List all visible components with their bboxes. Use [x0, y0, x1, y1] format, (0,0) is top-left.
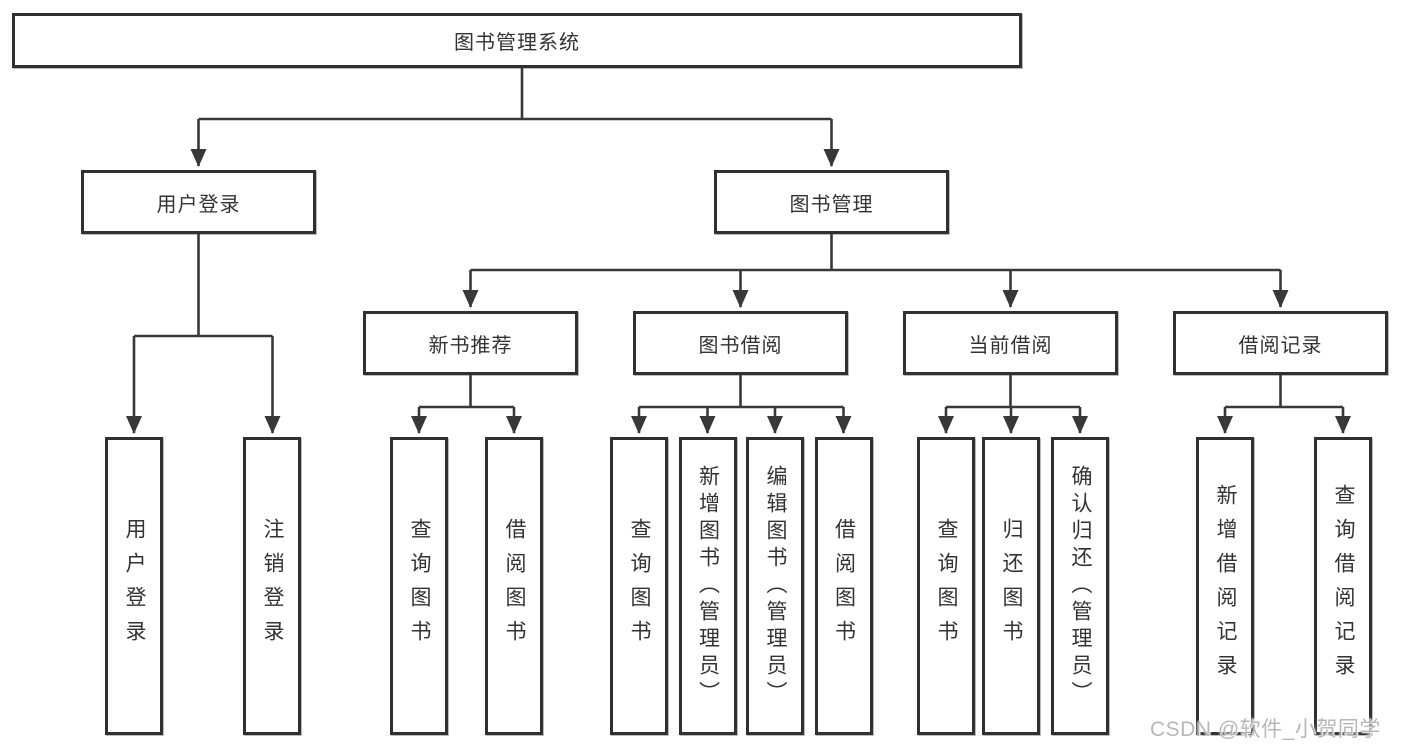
node-label: 用户登录	[156, 193, 241, 216]
leaf-label: 用户登录	[123, 518, 146, 654]
leaf-label: 借阅图书	[832, 518, 856, 654]
node-new-book-recommend: 新书推荐	[363, 311, 578, 375]
leaf-query-book-2: 查询图书	[610, 437, 668, 735]
leaf-confirm-return-admin: 确认归还（管理员）	[1051, 437, 1109, 735]
leaf-query-book-1: 查询图书	[390, 437, 448, 735]
node-book-management: 图书管理	[714, 170, 949, 234]
node-book-borrow: 图书借阅	[633, 311, 848, 375]
node-label: 图书管理	[789, 193, 874, 216]
leaf-label: 编辑图书（管理员）	[764, 464, 787, 708]
node-root-system: 图书管理系统	[12, 13, 1022, 68]
leaf-logout: 注销登录	[243, 437, 301, 735]
leaf-user-login: 用户登录	[105, 437, 163, 735]
leaf-query-book-3: 查询图书	[917, 437, 975, 735]
leaf-label: 借阅图书	[503, 518, 526, 654]
csdn-watermark: CSDN @软件_小贺同学	[1150, 718, 1381, 741]
node-borrow-records: 借阅记录	[1173, 311, 1388, 375]
node-label: 借阅记录	[1238, 334, 1323, 357]
leaf-label: 查询借阅记录	[1332, 484, 1355, 688]
node-label: 新书推荐	[428, 334, 513, 357]
leaf-label: 归还图书	[1000, 518, 1023, 654]
node-user-login-branch: 用户登录	[81, 170, 316, 234]
leaf-label: 查询图书	[628, 518, 651, 654]
leaf-add-borrow-record: 新增借阅记录	[1196, 437, 1254, 735]
leaf-add-book-admin: 新增图书（管理员）	[678, 437, 737, 735]
leaf-label: 确认归还（管理员）	[1069, 464, 1092, 708]
node-label: 图书借阅	[698, 334, 783, 357]
node-root-label: 图书管理系统	[454, 32, 580, 54]
leaf-label: 注销登录	[261, 518, 284, 654]
leaf-label: 查询图书	[408, 518, 431, 654]
leaf-return-book: 归还图书	[982, 437, 1040, 735]
leaf-label: 新增图书（管理员）	[696, 464, 720, 708]
node-label: 当前借阅	[968, 334, 1053, 357]
leaf-borrow-book-2: 借阅图书	[814, 437, 873, 735]
leaf-edit-book-admin: 编辑图书（管理员）	[746, 437, 804, 735]
leaf-query-borrow-record: 查询借阅记录	[1314, 437, 1372, 735]
leaf-label: 新增借阅记录	[1214, 484, 1237, 688]
node-current-borrow: 当前借阅	[903, 311, 1118, 375]
leaf-label: 查询图书	[935, 518, 958, 654]
leaf-borrow-book-1: 借阅图书	[485, 437, 543, 735]
